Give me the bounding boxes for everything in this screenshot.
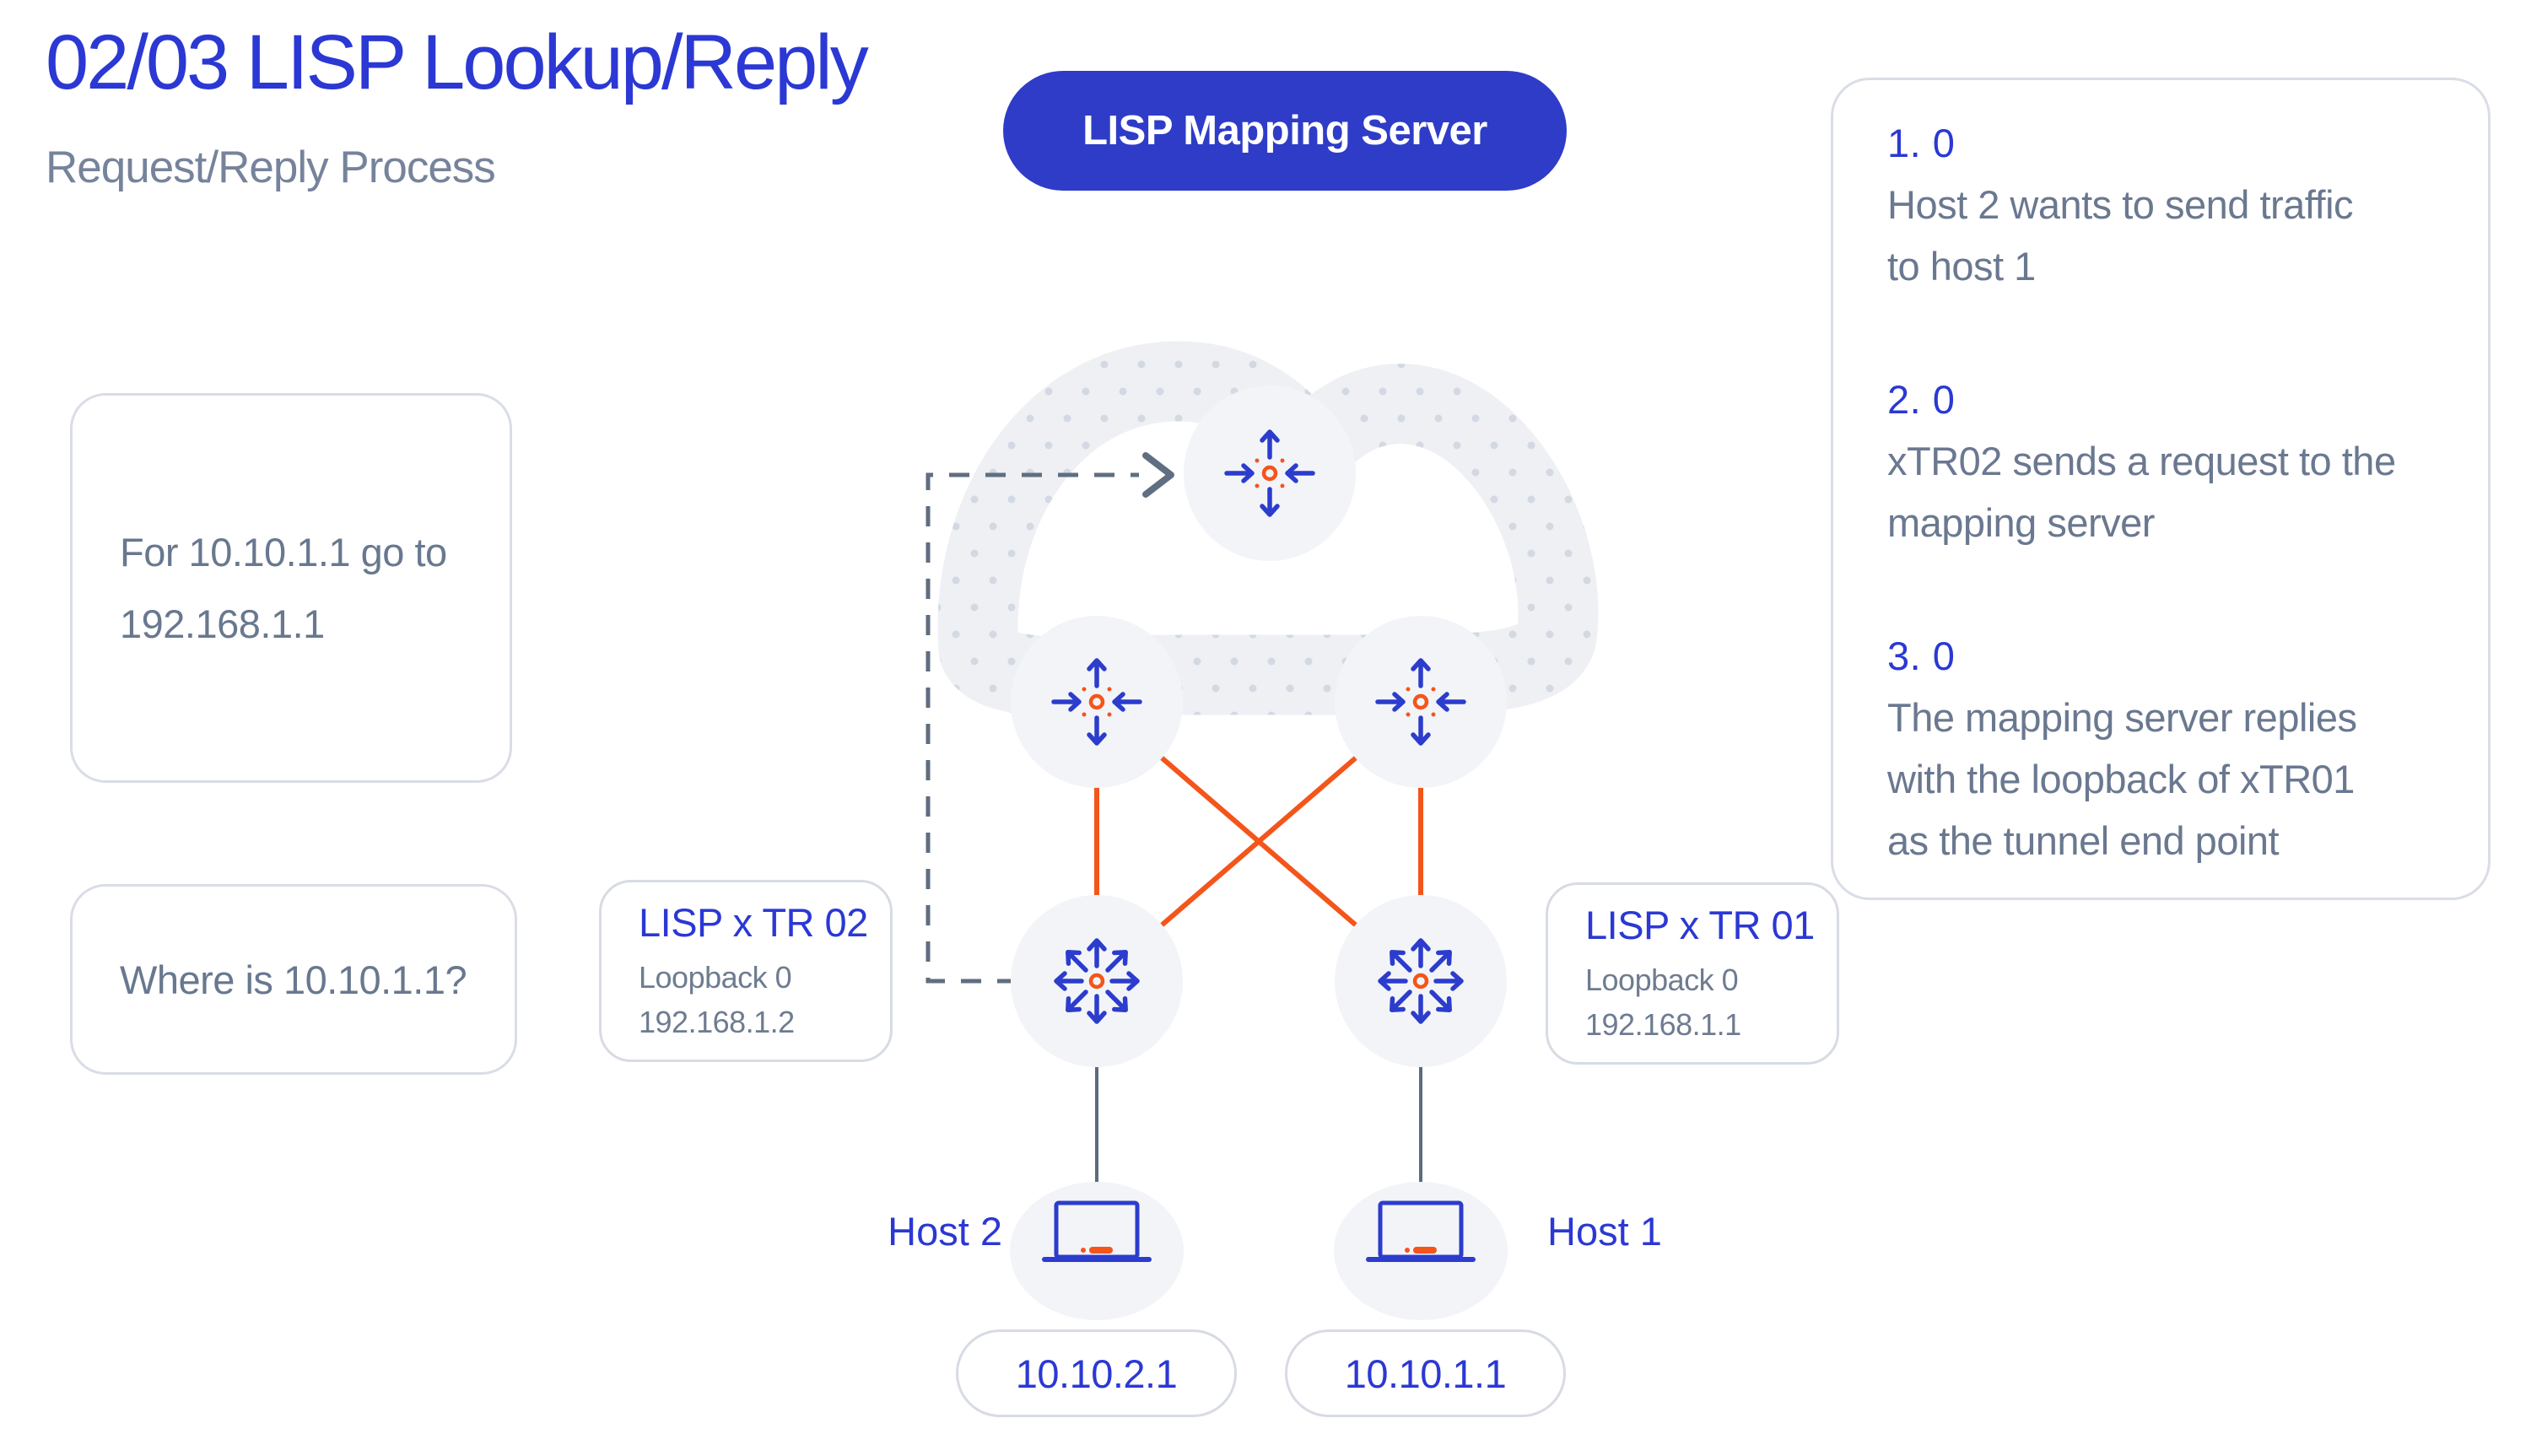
step-text-line: The mapping server replies [1887,695,2357,740]
map-reply-line: For 10.10.1.1 go to [120,530,447,574]
step-1: 1. 0 Host 2 wants to send traffic to hos… [1887,112,2454,297]
map-request-message-box: Where is 10.10.1.1? [70,884,517,1075]
xtr02-router-icon [1056,941,1137,1022]
host2-laptop-icon [1042,1200,1152,1262]
step-text-line: xTR02 sends a request to the [1887,439,2396,483]
map-request-dashed-path [926,472,1139,984]
host1-label: Host 1 [1547,1209,1662,1254]
step-text-line: mapping server [1887,500,2155,545]
lisp-mapping-server-button[interactable]: LISP Mapping Server [1003,71,1567,191]
map-reply-line: 192.168.1.1 [120,601,325,646]
host2-label: Host 2 [888,1209,1002,1254]
step-text-line: Host 2 wants to send traffic [1887,182,2354,227]
step-2: 2. 0 xTR02 sends a request to the mappin… [1887,369,2454,553]
step-3: 3. 0 The mapping server replies with the… [1887,625,2454,871]
xtr02-title: LISP x TR 02 [639,900,868,945]
core-left-router-icon [1054,661,1140,743]
xtr01-router-icon [1380,941,1461,1022]
mapping-server-circle [1184,386,1356,561]
xtr01-ip: 192.168.1.1 [1585,1007,1741,1042]
xtr01-title: LISP x TR 01 [1585,903,1815,947]
xtr02-label-box: LISP x TR 02 Loopback 0 192.168.1.2 [599,880,893,1062]
step-text-line: to host 1 [1887,244,2036,289]
step-text-line: as the tunnel end point [1887,818,2280,863]
core-right-circle [1335,616,1507,788]
chevron-right-icon [1142,452,1174,498]
xtr02-interface: Loopback 0 [639,960,792,995]
xtr01-circle [1335,895,1507,1067]
mapping-server-router-icon [1227,432,1313,515]
host1-laptop-icon [1366,1200,1476,1262]
page-title: 02/03 LISP Lookup/Reply [46,19,869,105]
xtr02-ip: 192.168.1.2 [639,1005,795,1039]
step-number: 3. 0 [1887,634,1956,678]
host1-ip-pill: 10.10.1.1 [1285,1329,1566,1417]
process-steps-panel: 1. 0 Host 2 wants to send traffic to hos… [1831,78,2491,900]
host2-ip-pill: 10.10.2.1 [956,1329,1237,1417]
core-left-circle [1011,616,1183,788]
step-number: 1. 0 [1887,121,1956,165]
step-number: 2. 0 [1887,377,1956,422]
xtr02-circle [1011,895,1183,1067]
map-reply-message-box: For 10.10.1.1 go to 192.168.1.1 [70,393,512,783]
core-right-router-icon [1378,661,1464,743]
page-subtitle: Request/Reply Process [46,143,496,192]
xtr01-interface: Loopback 0 [1585,963,1739,997]
node-circles [1010,386,1508,1320]
map-request-line: Where is 10.10.1.1? [120,957,467,1002]
step-text-line: with the loopback of xTR01 [1887,757,2355,801]
xtr01-label-box: LISP x TR 01 Loopback 0 192.168.1.1 [1546,882,1839,1065]
